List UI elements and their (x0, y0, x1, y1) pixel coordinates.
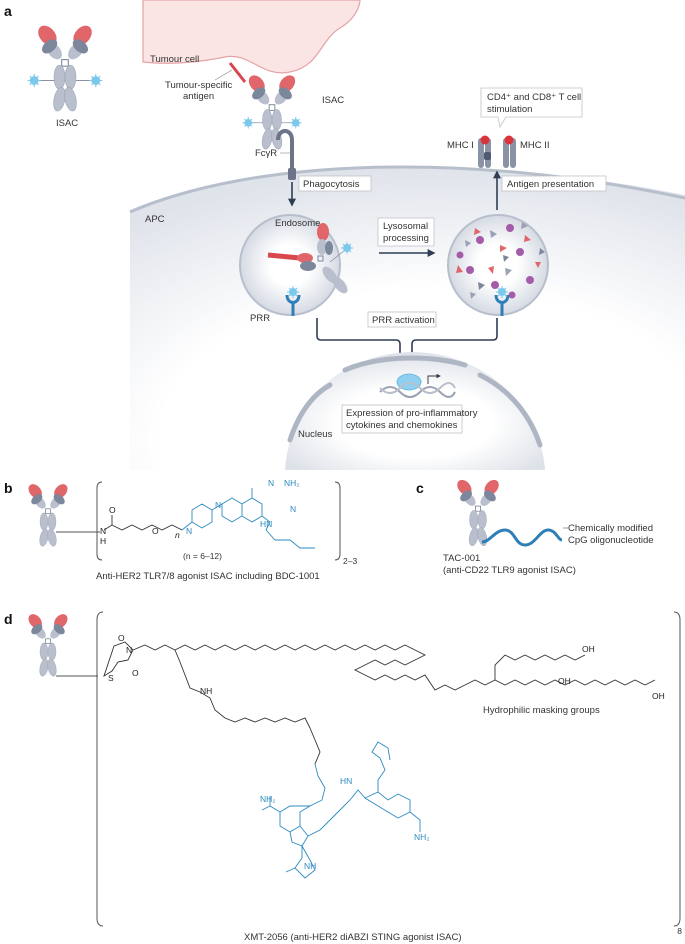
b-atom-n5: N (290, 504, 296, 514)
mhc-ii-molecule (503, 135, 516, 168)
endosome-label: Endosome (275, 218, 320, 229)
prr-path-left (316, 318, 404, 372)
b-atom-nh2: NH₂ (284, 478, 300, 488)
b-multiplicity: 2–3 (343, 556, 357, 566)
b-atom-o: O (109, 505, 116, 515)
tcell-line1: CD4⁺ and CD8⁺ T cell (487, 92, 581, 103)
d-masking-label: Hydrophilic masking groups (483, 705, 600, 716)
mhc-i-molecule (478, 135, 491, 168)
prr-label: PRR (250, 313, 270, 324)
xmt2056-linker-structure (103, 641, 656, 765)
mhc-i-label: MHC I (447, 140, 474, 151)
d-atom-nh2-left: NH₂ (260, 794, 276, 804)
d-atom-nh: NH (200, 686, 212, 696)
b-atom-o2: O (152, 526, 159, 536)
dna-helix (379, 386, 456, 398)
b-subscript-n: n (175, 530, 180, 540)
d-atom-hn: HN (340, 776, 352, 786)
d-atom-n: N (126, 645, 132, 655)
phagocytosis-box (298, 175, 372, 192)
b-atom-hn: HN (260, 519, 272, 529)
d-atom-nh-lower: NH (304, 861, 316, 871)
antigen-presentation-box (501, 175, 607, 192)
panel-d-right-bracket (673, 611, 681, 927)
panel-label-a: a (4, 3, 12, 19)
lysosome (447, 214, 549, 316)
b-atom-n: N (100, 526, 106, 536)
c-oligo-line2: CpG oligonucleotide (568, 535, 654, 546)
bound-isac-icon (242, 71, 302, 151)
b-caption: Anti-HER2 TLR7/8 agonist ISAC including … (96, 571, 320, 582)
tcell-callout (480, 87, 583, 129)
panel-b-right-bracket (334, 481, 341, 561)
tumour-antigen-line1: Tumour-specific (165, 80, 232, 91)
c-caption-line1: TAC-001 (443, 553, 480, 564)
isac-antibody-icon (27, 21, 103, 113)
panel-d-left-bracket (96, 611, 104, 927)
isac-caption: ISAC (56, 118, 78, 129)
tumour-cell (142, 0, 361, 74)
b-atom-n2: N (186, 526, 192, 536)
apc-label: APC (145, 214, 165, 225)
d-atom-oh2: OH (652, 691, 665, 701)
b-atom-n3: N (215, 500, 221, 510)
d-atom-oh3: OH (582, 644, 595, 654)
mhc-ii-label: MHC II (520, 140, 550, 151)
antigen-presentation-label: Antigen presentation (507, 179, 594, 190)
panel-d-antibody-icon (25, 611, 71, 678)
prr-receptor-right (494, 294, 510, 304)
lysosomal-box (377, 217, 435, 247)
fcgr-receptor (276, 129, 294, 170)
prr-activation-box (367, 311, 437, 328)
nucleus-label: Nucleus (298, 429, 333, 440)
panel-label-d: d (4, 611, 13, 627)
d-multiplicity: 8 (677, 926, 682, 936)
prr-activation-label: PRR activation (372, 315, 435, 326)
cpg-oligo-helix (481, 528, 563, 547)
bound-isac-label: ISAC (322, 95, 344, 106)
expression-box (341, 404, 463, 434)
panel-label-c: c (416, 480, 424, 496)
b-atom-h: H (100, 536, 106, 546)
tcell-line2: stimulation (487, 104, 532, 115)
lysosomal-line2: processing (383, 233, 429, 244)
fcgr-label: FcγR (255, 148, 277, 159)
d-atom-nh2-right: NH₂ (414, 832, 430, 842)
prr-receptor-left (285, 294, 301, 304)
endosome-isac-icon (267, 223, 354, 294)
d-atom-oh1: OH (558, 676, 571, 686)
diabzi-sting-agonist-structure (261, 741, 421, 879)
panel-b-antibody-icon (25, 481, 71, 548)
expression-line2: cytokines and chemokines (346, 420, 458, 431)
panel-b-left-bracket (96, 481, 103, 561)
b-n-range: (n = 6–12) (183, 551, 222, 561)
tumour-cell-label: Tumour cell (150, 54, 199, 65)
c-caption-line2: (anti-CD22 TLR9 agonist ISAC) (443, 565, 576, 576)
d-caption: XMT-2056 (anti-HER2 diABZI STING agonist… (244, 932, 462, 943)
phagocytosis-label: Phagocytosis (303, 179, 360, 190)
d-atom-o1: O (118, 633, 125, 643)
tumour-antigen (228, 62, 247, 83)
expression-line1: Expression of pro-inflammatory (346, 408, 478, 419)
tumour-antigen-line2: antigen (183, 91, 214, 102)
endosome (239, 214, 341, 316)
prr-path-right (408, 318, 498, 372)
c-oligo-line1: Chemically modified (568, 523, 653, 534)
panel-label-b: b (4, 480, 13, 496)
lysosomal-line1: Lysosomal (383, 221, 428, 232)
antigen-fragments (456, 222, 545, 299)
d-atom-s: S (108, 673, 114, 683)
b-atom-n4: N (268, 478, 274, 488)
d-atom-o2: O (132, 668, 139, 678)
bdc1001-structure (103, 488, 315, 549)
